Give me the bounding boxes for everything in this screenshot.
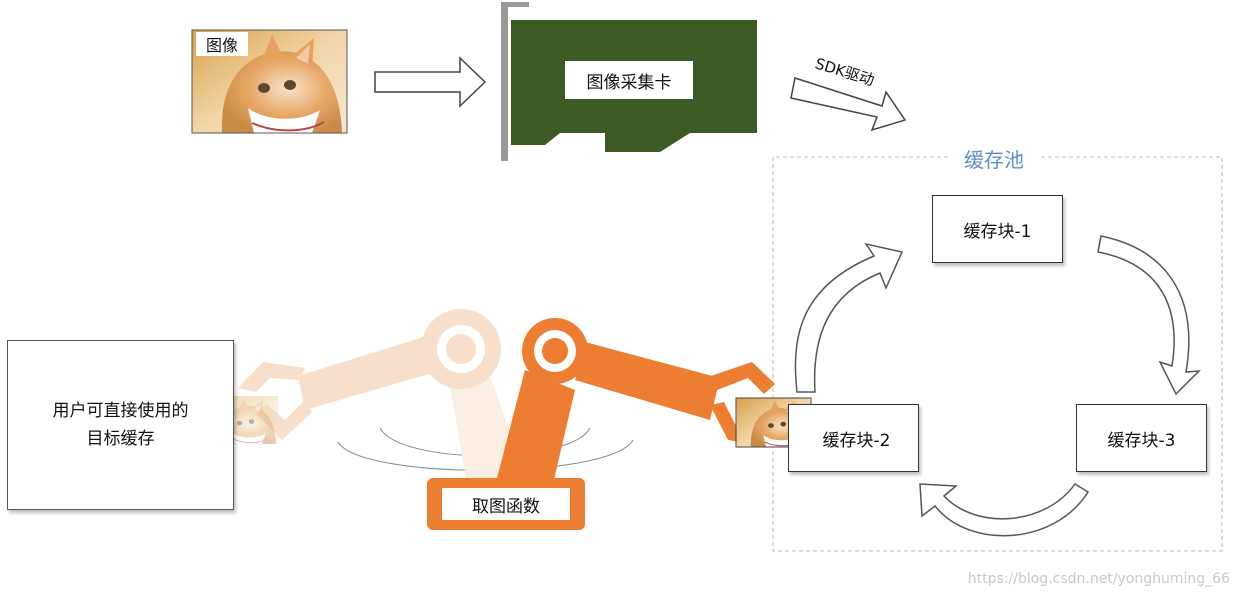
robot-arm-ghost [238, 309, 535, 500]
source-cat-image [191, 29, 348, 134]
watermark-text: https://blog.csdn.net/yonghuming_66 [967, 571, 1230, 587]
user-buffer-line1: 用户可直接使用的 [52, 401, 189, 421]
buffer-pool-border [772, 156, 1223, 552]
buffer-block-3: 缓存块-3 [1076, 404, 1207, 472]
grab-function-label: 取图函数 [442, 488, 570, 520]
arrow-image-to-card [374, 56, 487, 108]
user-buffer-line2: 目标缓存 [86, 429, 155, 449]
capture-card-label: 图像采集卡 [565, 61, 693, 99]
sdk-driver-arrow [790, 77, 907, 132]
cycle-arrow-left [794, 242, 904, 393]
buffer-block-1: 缓存块-1 [932, 195, 1063, 263]
cycle-arrow-right [1097, 235, 1201, 396]
user-target-buffer: 用户可直接使用的 目标缓存 [7, 340, 234, 510]
buffer-pool-title: 缓存池 [964, 147, 1024, 172]
buffer-block-2: 缓存块-2 [788, 404, 919, 472]
source-image-label: 图像 [196, 32, 248, 56]
cycle-arrow-bottom [919, 482, 1090, 537]
